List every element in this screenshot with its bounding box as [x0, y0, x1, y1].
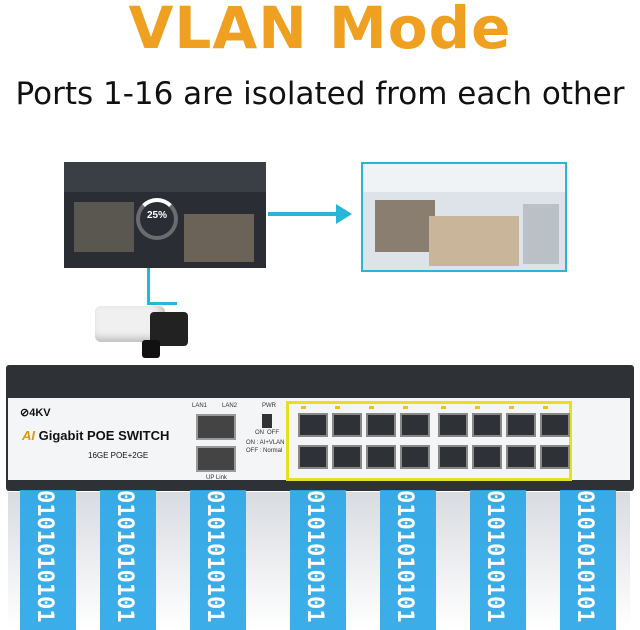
loading-percent: 25% — [146, 210, 167, 221]
binary-digits: 0101010101 — [572, 490, 597, 623]
port-led-icon — [335, 406, 340, 409]
port-led-icon — [441, 406, 446, 409]
binary-digits: 0101010101 — [202, 490, 227, 623]
buffering-video-panel — [64, 162, 266, 268]
poe-port-13[interactable] — [506, 413, 536, 437]
clear-video-panel — [361, 162, 567, 272]
pwr-label: PWR — [262, 403, 276, 409]
binary-digits: 0101010101 — [32, 490, 57, 623]
poe-port-3[interactable] — [332, 413, 362, 437]
poe-port-12[interactable] — [472, 445, 502, 469]
port-led-icon — [403, 406, 408, 409]
data-stream — [100, 490, 156, 630]
poe-port-16[interactable] — [540, 445, 570, 469]
camera-link-line-horizontal — [147, 302, 177, 305]
poe-port-6[interactable] — [366, 445, 396, 469]
port-led-icon — [475, 406, 480, 409]
data-stream — [190, 490, 246, 630]
brand-logo: ⊘4KV — [20, 407, 51, 419]
poe-port-10[interactable] — [438, 445, 468, 469]
camera-link-line — [147, 268, 150, 304]
port-led-icon — [301, 406, 306, 409]
data-stream — [380, 490, 436, 630]
lan2-label: LAN2 — [222, 403, 238, 409]
arrow-right-icon — [268, 212, 340, 216]
uplink-port-2[interactable] — [196, 446, 236, 472]
dip-off-label: OFF — [267, 430, 279, 436]
page-subtitle: Ports 1-16 are isolated from each other — [15, 76, 625, 112]
loading-spinner-icon — [136, 198, 178, 240]
poe-port-7[interactable] — [400, 413, 430, 437]
camera-mount — [142, 340, 160, 358]
poe-port-14[interactable] — [506, 445, 536, 469]
model-name: AI Gigabit POE SWITCH — [22, 428, 169, 443]
poe-port-9[interactable] — [438, 413, 468, 437]
page-title: VLAN Mode — [128, 0, 512, 62]
model-name-label: Gigabit POE SWITCH — [38, 428, 170, 443]
poe-port-1[interactable] — [298, 413, 328, 437]
uplink-port-1[interactable] — [196, 414, 236, 440]
binary-digits: 0101010101 — [112, 490, 137, 623]
poe-ports-highlight — [286, 401, 572, 481]
arrow-head-icon — [336, 204, 352, 224]
port-led-icon — [543, 406, 548, 409]
poe-port-5[interactable] — [366, 413, 396, 437]
model-spec: 16GE POE+2GE — [88, 451, 149, 460]
data-stream — [470, 490, 526, 630]
dip-on-label: ON — [255, 430, 264, 436]
poe-port-15[interactable] — [540, 413, 570, 437]
binary-digits: 0101010101 — [482, 490, 507, 623]
binary-digits: 0101010101 — [392, 490, 417, 623]
mode-on-label: ON : AI+VLAN — [246, 440, 285, 446]
binary-digits: 0101010101 — [302, 490, 327, 623]
poe-port-8[interactable] — [400, 445, 430, 469]
dip-switch[interactable] — [262, 414, 272, 428]
data-stream — [290, 490, 346, 630]
lan1-label: LAN1 — [192, 403, 208, 409]
port-led-icon — [509, 406, 514, 409]
mode-off-label: OFF : Normal — [246, 448, 283, 454]
poe-port-2[interactable] — [298, 445, 328, 469]
poe-port-4[interactable] — [332, 445, 362, 469]
model-ai-label: AI — [22, 428, 35, 443]
port-led-icon — [369, 406, 374, 409]
poe-port-11[interactable] — [472, 413, 502, 437]
data-stream — [560, 490, 616, 630]
data-stream — [20, 490, 76, 630]
uplink-label: UP Link — [206, 475, 227, 481]
